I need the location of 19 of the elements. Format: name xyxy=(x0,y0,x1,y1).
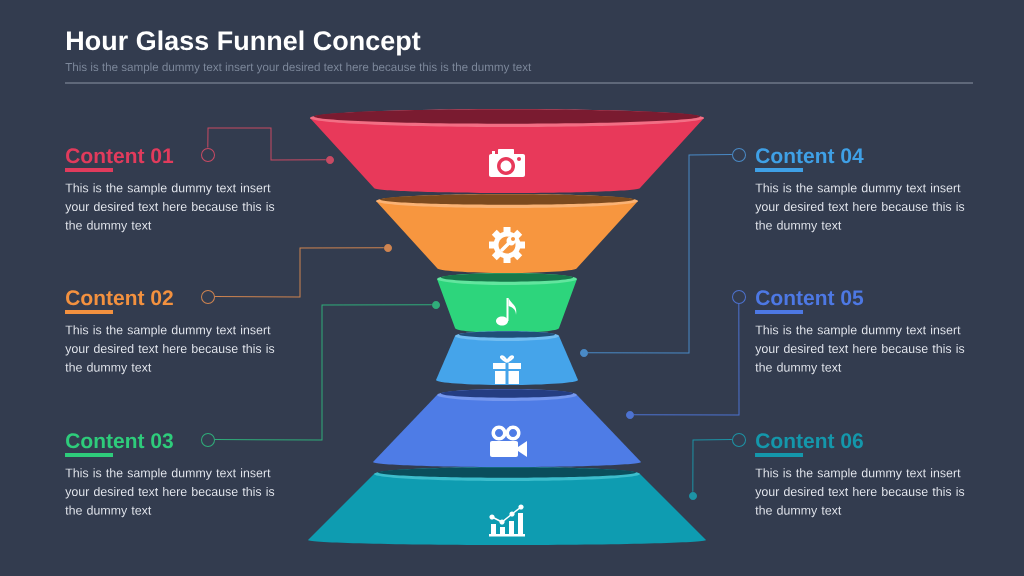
leader-line xyxy=(692,439,733,493)
title: Hour Glass Funnel Concept xyxy=(67,30,421,56)
heading: Content 02 xyxy=(66,290,173,306)
body-text: This is the sample dummy text insert your desired text here because this is the dummy text xyxy=(65,183,275,233)
heading: Content 03 xyxy=(66,433,173,449)
heading: Content 05 xyxy=(756,290,864,306)
leader-line xyxy=(214,304,433,441)
body-text: This is the sample dummy text insert your desired text here because this is the dummy text xyxy=(755,468,965,518)
subtitle: This is the sample dummy text insert your desired text here because this is the dummy text xyxy=(65,62,532,74)
heading: Content 04 xyxy=(756,148,864,164)
heading: Content 01 xyxy=(66,148,174,164)
leader-line xyxy=(633,303,740,416)
body-text: This is the sample dummy text insert your desired text here because this is the dummy text xyxy=(755,183,965,233)
body-text: This is the sample dummy text insert your desired text here because this is the dummy text xyxy=(65,325,275,375)
body-text: This is the sample dummy text insert your desired text here because this is the dummy text xyxy=(755,325,965,375)
leader-line xyxy=(214,247,385,298)
heading: Content 06 xyxy=(756,433,863,449)
body-text: This is the sample dummy text insert your desired text here because this is the dummy text xyxy=(65,468,275,518)
leader-line xyxy=(587,154,733,354)
